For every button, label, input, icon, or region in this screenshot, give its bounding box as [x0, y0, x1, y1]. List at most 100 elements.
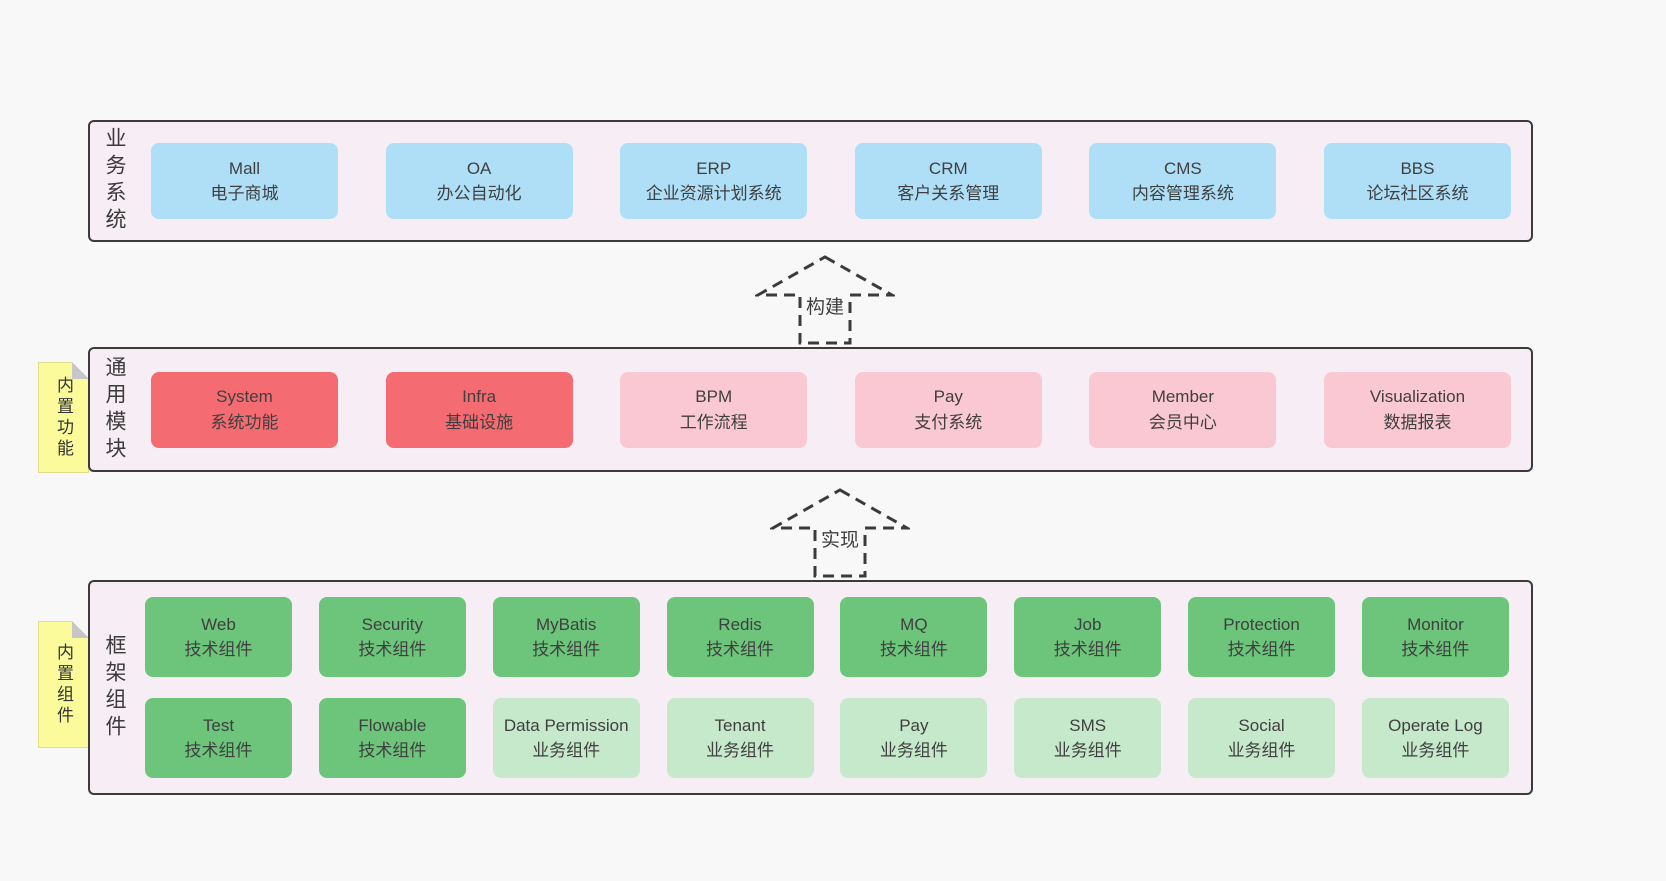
box-subtitle: 业务组件 — [1227, 741, 1296, 760]
box-subtitle: 工作流程 — [679, 412, 748, 432]
box-job: Job 技术组件 — [1014, 597, 1162, 677]
box-social: Social 业务组件 — [1188, 698, 1336, 778]
box-subtitle: 客户关系管理 — [897, 184, 1000, 203]
box-title: Pay — [933, 387, 963, 406]
box-subtitle: 技术组件 — [1401, 640, 1470, 659]
box-crm: CRM 客户关系管理 — [854, 143, 1042, 219]
box-title: Redis — [718, 614, 762, 634]
box-title: MQ — [900, 614, 928, 634]
box-subtitle: 内容管理系统 — [1131, 184, 1234, 203]
box-title: BBS — [1400, 158, 1435, 178]
box-subtitle: 技术组件 — [532, 640, 601, 659]
band-common-modules: 通用模块 System 系统功能 Infra 基础设施 BPM 工作流程 Pay… — [88, 347, 1533, 472]
folded-corner-icon — [72, 362, 89, 379]
box-title: Job — [1074, 614, 1102, 634]
box-title: Social — [1238, 715, 1285, 735]
box-title: Web — [201, 614, 236, 634]
box-title: Mall — [228, 158, 261, 178]
box-bbs: BBS 论坛社区系统 — [1323, 143, 1511, 219]
box-bpm: BPM 工作流程 — [620, 371, 808, 448]
box-pay-component: Pay 业务组件 — [840, 698, 988, 778]
box-title: Member — [1151, 387, 1215, 406]
box-title: Visualization — [1369, 387, 1466, 406]
arrow-implement: 实现 — [770, 487, 910, 579]
box-title: CMS — [1163, 158, 1202, 178]
box-subtitle: 技术组件 — [1227, 640, 1296, 659]
box-title: MyBatis — [535, 614, 597, 634]
box-subtitle: 技术组件 — [706, 640, 775, 659]
box-subtitle: 技术组件 — [184, 741, 253, 760]
box-security: Security 技术组件 — [318, 597, 466, 677]
box-subtitle: 会员中心 — [1148, 412, 1217, 432]
box-mq: MQ 技术组件 — [840, 597, 988, 677]
band-common-modules-boxes: System 系统功能 Infra 基础设施 BPM 工作流程 Pay 支付系统… — [125, 349, 1531, 470]
box-title: Flowable — [358, 715, 427, 735]
sticky-note-text: 内置功能 — [54, 375, 73, 460]
box-sms: SMS 业务组件 — [1014, 698, 1162, 778]
box-member: Member 会员中心 — [1089, 371, 1277, 448]
box-subtitle: 业务组件 — [1053, 741, 1122, 760]
band-business-systems-boxes: Mall 电子商城 OA 办公自动化 ERP 企业资源计划系统 CRM 客户关系… — [125, 122, 1531, 240]
box-test: Test 技术组件 — [145, 698, 292, 778]
box-subtitle: 业务组件 — [1401, 741, 1470, 760]
box-operate-log: Operate Log 业务组件 — [1361, 698, 1509, 778]
folded-corner-icon — [72, 621, 89, 638]
framework-row-2: Test 技术组件 Flowable 技术组件 Data Permission … — [145, 698, 1509, 778]
box-subtitle: 办公自动化 — [436, 184, 522, 203]
box-monitor: Monitor 技术组件 — [1361, 597, 1509, 677]
box-flowable: Flowable 技术组件 — [318, 698, 466, 778]
box-visualization: Visualization 数据报表 — [1323, 371, 1511, 448]
arrow-build: 构建 — [755, 254, 895, 346]
box-oa: OA 办公自动化 — [385, 143, 573, 219]
box-tenant: Tenant 业务组件 — [666, 698, 814, 778]
box-subtitle: 技术组件 — [358, 741, 427, 760]
band-framework-components-label: 框架组件 — [103, 633, 126, 742]
box-subtitle: 基础设施 — [445, 412, 514, 432]
box-title: Test — [202, 715, 235, 735]
arrow-implement-label: 实现 — [817, 525, 863, 552]
box-subtitle: 技术组件 — [184, 640, 253, 659]
box-title: Data Permission — [503, 715, 629, 735]
box-cms: CMS 内容管理系统 — [1089, 143, 1277, 219]
box-title: ERP — [696, 158, 732, 178]
sticky-note-text: 内置组件 — [54, 642, 73, 727]
box-title: Infra — [462, 387, 497, 406]
box-title: Operate Log — [1388, 715, 1483, 735]
box-protection: Protection 技术组件 — [1188, 597, 1336, 677]
box-title: SMS — [1069, 715, 1107, 735]
box-redis: Redis 技术组件 — [666, 597, 814, 677]
box-subtitle: 技术组件 — [358, 640, 427, 659]
box-title: Security — [361, 614, 424, 634]
box-infra: Infra 基础设施 — [385, 371, 573, 448]
sticky-note-built-in-features: 内置功能 — [38, 362, 89, 473]
box-subtitle: 电子商城 — [210, 184, 279, 203]
box-mall: Mall 电子商城 — [151, 143, 338, 219]
box-system: System 系统功能 — [151, 371, 338, 448]
band-business-systems: 业务系统 Mall 电子商城 OA 办公自动化 ERP 企业资源计划系统 CRM… — [88, 120, 1533, 242]
sticky-note-built-in-components: 内置组件 — [38, 621, 89, 748]
box-subtitle: 业务组件 — [706, 741, 775, 760]
box-subtitle: 技术组件 — [879, 640, 948, 659]
box-title: BPM — [695, 387, 733, 406]
box-erp: ERP 企业资源计划系统 — [620, 143, 808, 219]
framework-row-1: Web 技术组件 Security 技术组件 MyBatis 技术组件 Redi… — [145, 597, 1509, 677]
box-subtitle: 系统功能 — [210, 412, 279, 432]
box-title: Protection — [1223, 614, 1300, 634]
box-web: Web 技术组件 — [145, 597, 292, 677]
box-subtitle: 论坛社区系统 — [1366, 184, 1469, 203]
box-pay-module: Pay 支付系统 — [854, 371, 1042, 448]
box-subtitle: 支付系统 — [914, 412, 983, 432]
box-subtitle: 数据报表 — [1383, 412, 1452, 432]
box-data-permission: Data Permission 业务组件 — [492, 698, 640, 778]
band-framework-components-boxes: Web 技术组件 Security 技术组件 MyBatis 技术组件 Redi… — [125, 582, 1531, 793]
box-subtitle: 技术组件 — [1053, 640, 1122, 659]
band-common-modules-label: 通用模块 — [103, 355, 126, 464]
box-title: Tenant — [714, 715, 766, 735]
arrow-build-label: 构建 — [802, 292, 848, 319]
box-mybatis: MyBatis 技术组件 — [492, 597, 640, 677]
box-subtitle: 企业资源计划系统 — [645, 184, 782, 203]
box-title: CRM — [928, 158, 968, 178]
box-title: Pay — [899, 715, 929, 735]
box-title: Monitor — [1407, 614, 1464, 634]
band-business-systems-label: 业务系统 — [103, 127, 126, 235]
